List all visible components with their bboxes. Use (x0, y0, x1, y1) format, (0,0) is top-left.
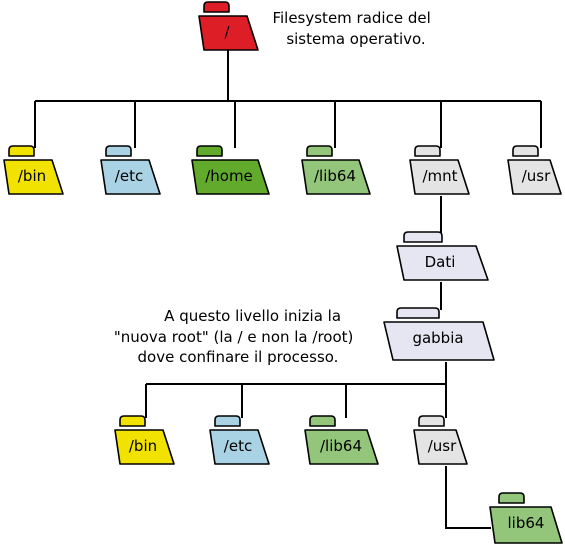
folder-icon (119, 415, 146, 427)
folder-dati[interactable]: Dati (396, 231, 489, 281)
folder-jail-bin[interactable]: /bin (114, 415, 175, 465)
folder-body (304, 429, 379, 465)
folder-home[interactable]: /home (191, 145, 270, 195)
folder-label: gabbia (412, 329, 463, 347)
folder-bin[interactable]: /bin (3, 145, 64, 195)
folder-icon (309, 415, 336, 427)
folder-icon (306, 145, 333, 157)
connector-usr-lib64 (445, 466, 491, 529)
folder-label: /lib64 (320, 437, 362, 455)
root-note-line-2: sistema operativo. (286, 30, 425, 48)
folder-icon (8, 145, 35, 157)
folder-body (396, 245, 489, 281)
jail-note-line-2: "nuova root" (la / e non la /root) (114, 328, 354, 346)
folder-body (383, 321, 495, 361)
root-note-line-1: Filesystem radice del (272, 9, 430, 27)
folder-icon (403, 231, 443, 243)
folder-body (114, 429, 175, 465)
jail-note: A questo livello inizia la "nuova root" … (114, 307, 358, 366)
folder-label: /usr (428, 437, 457, 455)
folder-label: /home (205, 167, 253, 185)
folder-label: /lib64 (314, 167, 356, 185)
folder-icon (105, 145, 132, 157)
folder-icon (418, 415, 445, 427)
folder-icon (396, 307, 440, 319)
jail-note-line-1: A questo livello inizia la (164, 307, 341, 325)
folder-etc[interactable]: /etc (100, 145, 161, 195)
folder-gabbia[interactable]: gabbia (383, 307, 495, 361)
folder-icon (203, 1, 230, 13)
folder-body (409, 159, 470, 195)
folder-jail-lib64[interactable]: /lib64 (304, 415, 379, 465)
folder-label: /etc (115, 167, 143, 185)
folder-jail-usr-lib64[interactable]: lib64 (489, 492, 563, 544)
folder-body (198, 15, 259, 51)
jail-note-line-3: dove confinare il processo. (138, 348, 339, 366)
folder-body (100, 159, 161, 195)
folder-body (301, 159, 371, 195)
folder-icon (196, 145, 223, 157)
folder-body (209, 429, 270, 465)
folder-lib64[interactable]: /lib64 (301, 145, 371, 195)
folder-body (507, 159, 562, 195)
folder-label: /mnt (422, 167, 457, 185)
folder-label: /usr (522, 167, 551, 185)
folder-icon (214, 415, 241, 427)
folder-label: /etc (224, 437, 252, 455)
folder-body (191, 159, 270, 195)
folder-label: / (224, 23, 230, 41)
folder-icon (414, 145, 441, 157)
folder-usr[interactable]: /usr (507, 145, 562, 195)
folder-jail-etc[interactable]: /etc (209, 415, 270, 465)
folder-jail-usr[interactable]: /usr (413, 415, 468, 465)
folder-body (413, 429, 468, 465)
folder-label: Dati (425, 253, 456, 271)
folder-icon (498, 492, 525, 504)
folder-label: /bin (18, 167, 46, 185)
folder-label: lib64 (508, 514, 545, 532)
folder-root[interactable]: / (198, 1, 259, 51)
root-note: Filesystem radice del sistema operativo. (272, 9, 435, 48)
tree-connectors (34, 50, 542, 529)
folder-body (3, 159, 64, 195)
folder-body (489, 506, 563, 544)
folder-icon (512, 145, 539, 157)
folder-mnt[interactable]: /mnt (409, 145, 470, 195)
folder-label: /bin (129, 437, 157, 455)
